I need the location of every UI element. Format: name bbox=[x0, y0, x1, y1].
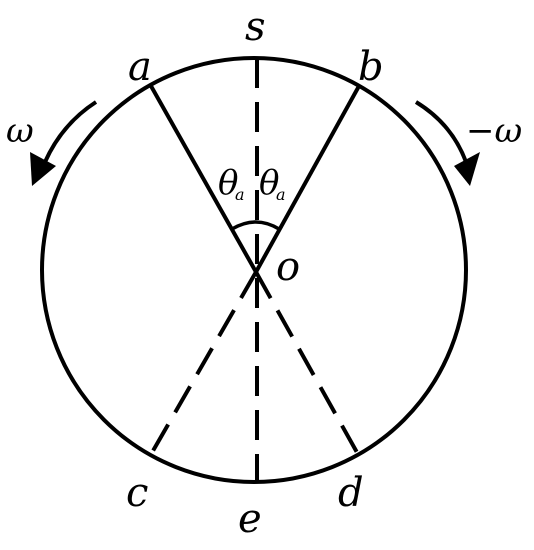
rotation-arrowhead-right-icon bbox=[454, 152, 480, 186]
label-e: e bbox=[238, 496, 262, 542]
angle-label-left: θ a bbox=[218, 163, 245, 204]
label-omega: ω bbox=[6, 111, 34, 151]
label-o: o bbox=[276, 244, 300, 290]
main-circle bbox=[40, 56, 468, 484]
label-c: c bbox=[126, 470, 148, 516]
angle-label-right: θ a bbox=[259, 163, 286, 204]
dashed-radius-od bbox=[254, 271, 361, 457]
rotation-arrow-left bbox=[43, 100, 98, 163]
label-minus-omega: −ω bbox=[466, 111, 522, 151]
label-a: a bbox=[128, 44, 152, 90]
angle-left-subscript: a bbox=[235, 185, 245, 204]
rotation-arrow-right bbox=[414, 100, 468, 163]
angle-right-subscript: a bbox=[276, 185, 286, 204]
angle-arc bbox=[231, 220, 280, 231]
radius-ob bbox=[254, 85, 361, 273]
angle-right-symbol: θ bbox=[259, 163, 279, 203]
label-s: s bbox=[245, 4, 266, 50]
rotation-arrowhead-left-icon bbox=[30, 152, 56, 186]
label-b: b bbox=[358, 44, 384, 90]
label-d: d bbox=[338, 470, 364, 516]
radius-oa bbox=[149, 85, 258, 273]
dashed-radius-oc bbox=[148, 271, 258, 457]
angle-left-symbol: θ bbox=[218, 163, 238, 203]
